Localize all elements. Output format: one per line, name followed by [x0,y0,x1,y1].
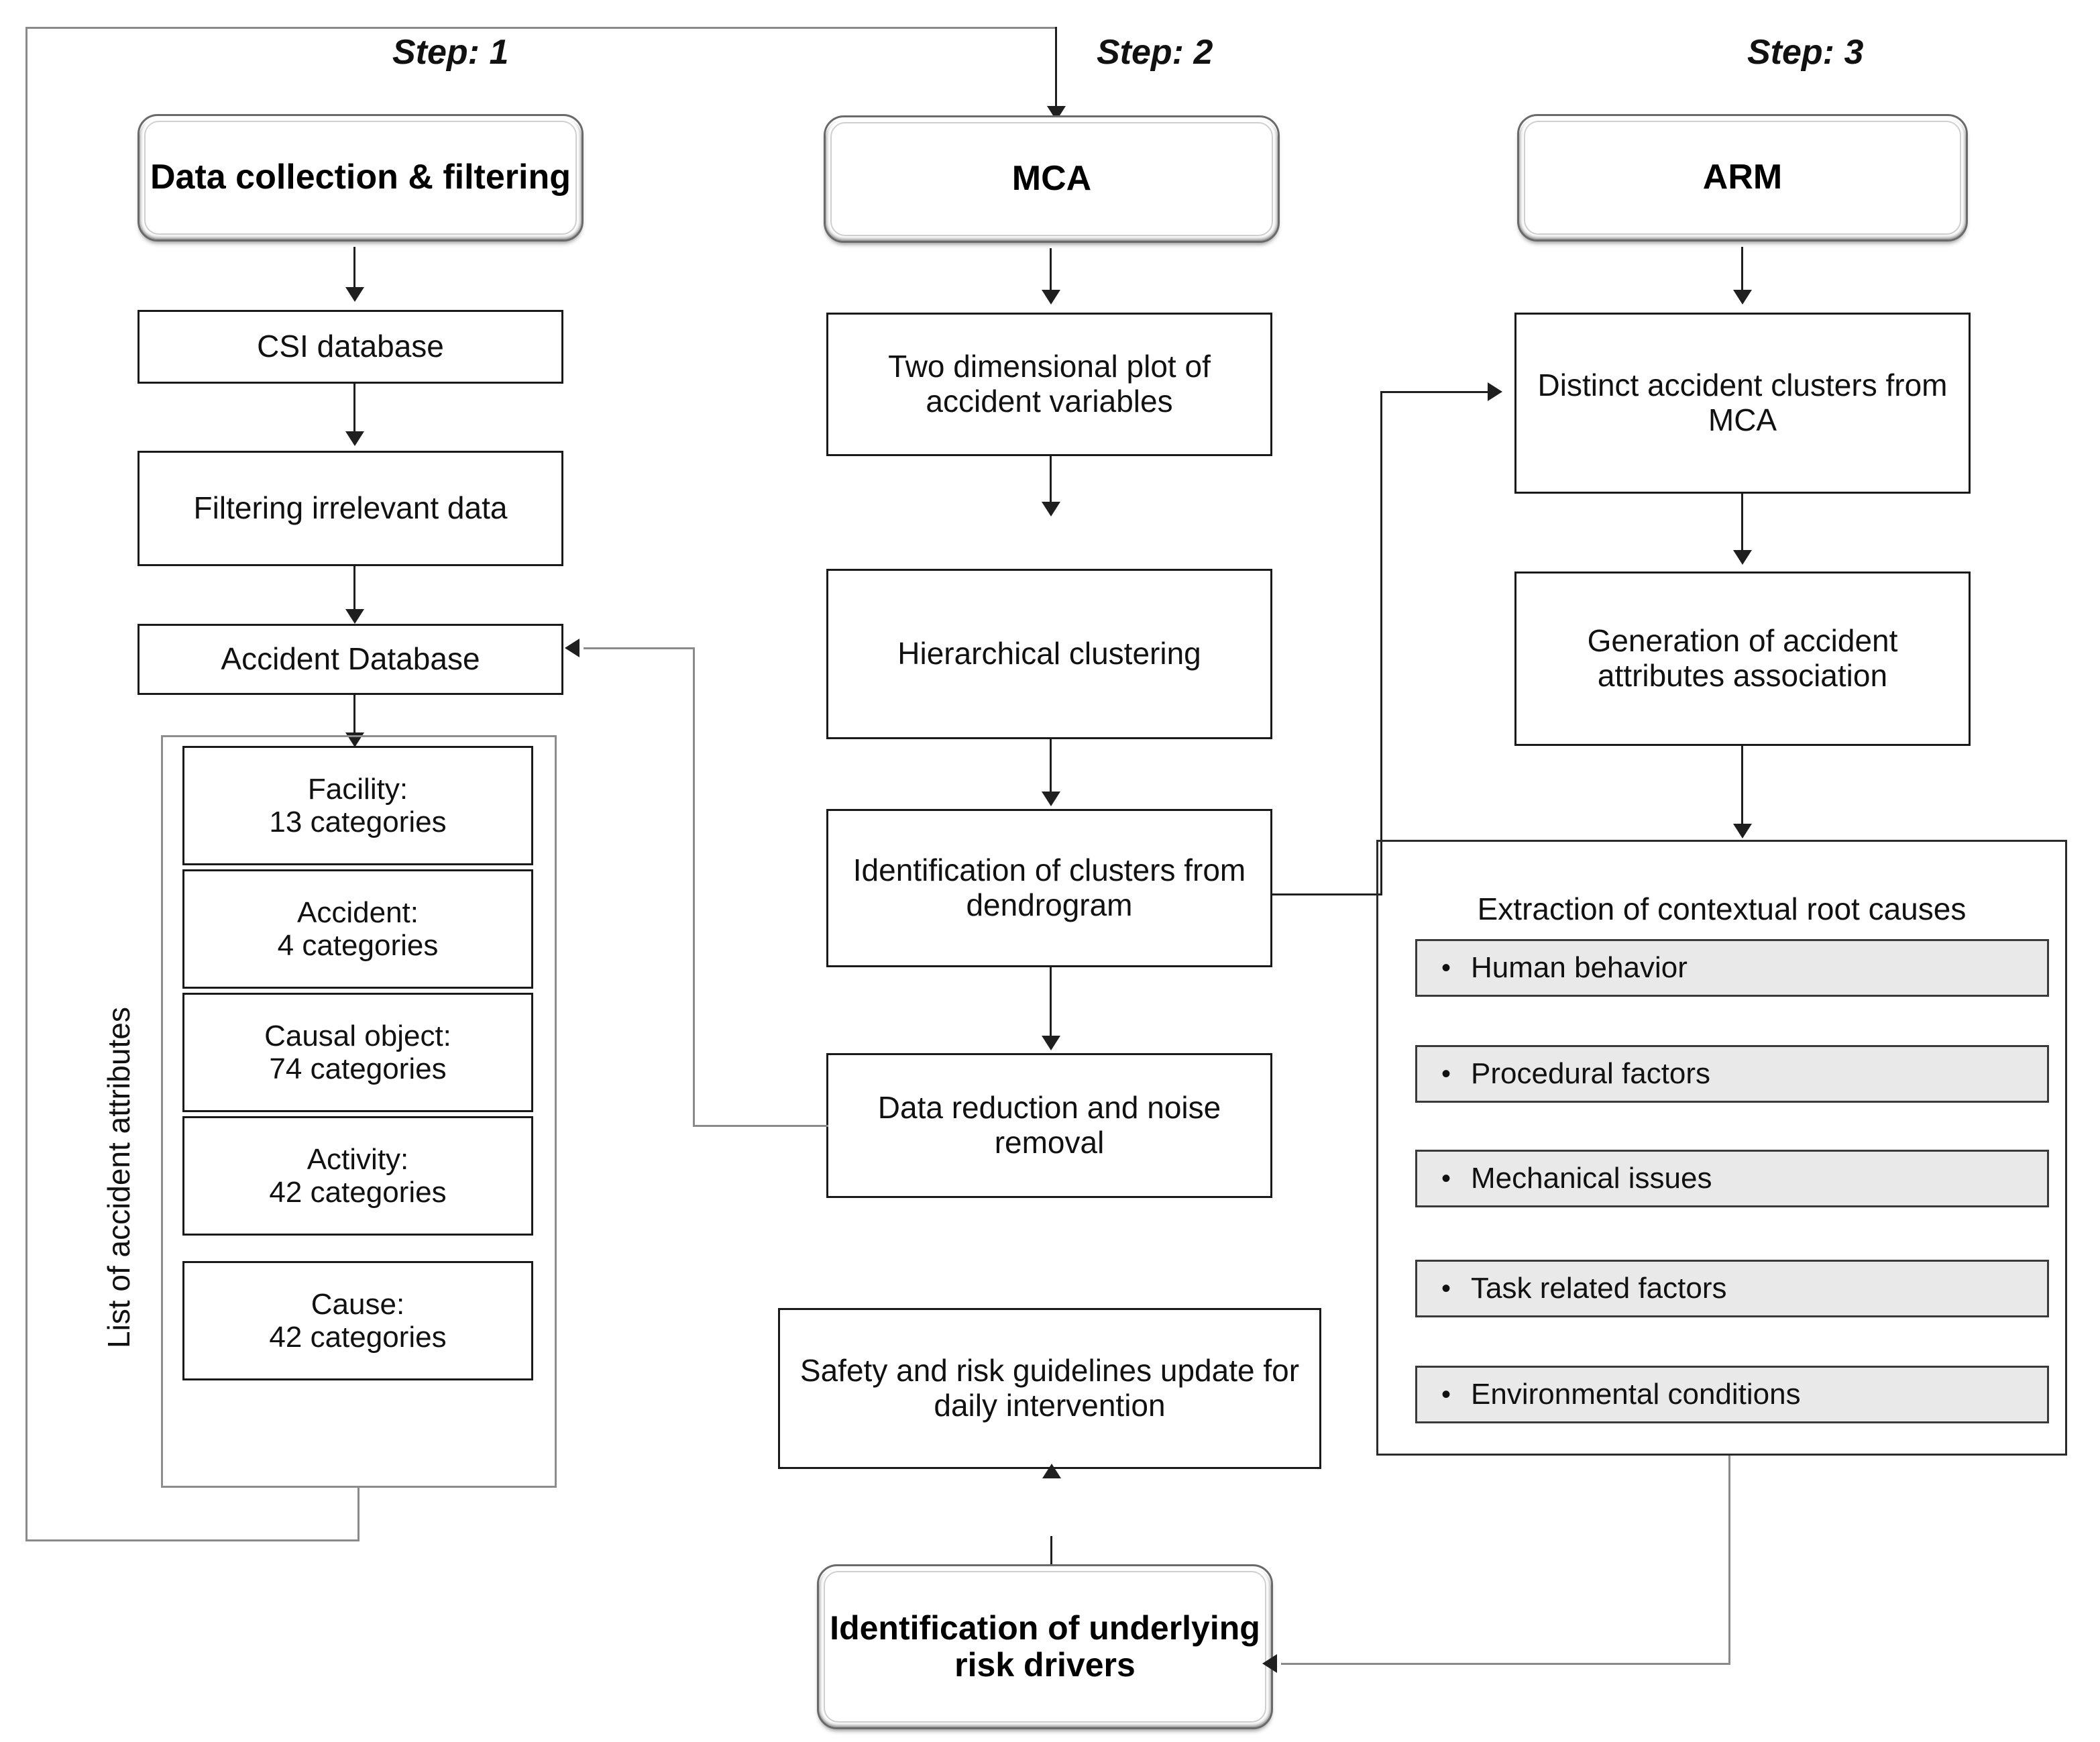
connector-generation-to-extraction [1741,746,1743,832]
box-csi-database[interactable]: CSI database [137,310,563,384]
terminator-arm[interactable]: ARM [1517,114,1968,241]
box-generation-of-association[interactable]: Generation of accident attributes associ… [1514,571,1971,746]
attributes-container [161,735,557,1488]
extraction-container [1376,840,2067,1456]
arrowhead-datareduction [1042,1036,1060,1050]
attribute-activity[interactable]: Activity: 42 categories [182,1116,533,1236]
arrowhead-generation [1733,550,1752,565]
root-cause-human-behavior[interactable]: • Human behavior [1415,939,2049,997]
terminator-data-collection-label: Data collection & filtering [150,158,571,197]
connector-identification-rise [1380,391,1382,895]
arrowhead-hierarchical [1042,502,1060,516]
feedback-loop-left-segment [25,27,27,1541]
feedback-loop-top-segment [25,27,1057,29]
feedback-loop-from-attributes [357,1488,360,1541]
attribute-cause-text: Cause: 42 categories [269,1287,447,1354]
box-safety-guidelines-update[interactable]: Safety and risk guidelines update for da… [778,1308,1321,1469]
connector-hierarchical-to-identification [1050,739,1052,797]
connector-2dplot-to-hierarchical [1050,456,1052,507]
connector-arm-to-distinct-clusters [1741,247,1743,295]
arrowhead-accidentdb-feedback [565,639,579,657]
arrowhead-csi [345,287,364,302]
attribute-facility-text: Facility: 13 categories [269,772,447,838]
box-filtering-irrelevant-data[interactable]: Filtering irrelevant data [137,451,563,566]
box-hierarchical-clustering[interactable]: Hierarchical clustering [826,569,1272,739]
terminator-data-collection[interactable]: Data collection & filtering [137,114,584,241]
attribute-accident-text: Accident: 4 categories [277,895,439,962]
box-accident-database[interactable]: Accident Database [137,624,563,695]
arrowhead-accidentdb [345,609,364,624]
root-cause-task-related-factors[interactable]: • Task related factors [1415,1260,2049,1317]
terminator-arm-label: ARM [1702,158,1783,197]
connector-to-accidentdb [584,647,695,649]
arrowhead-identification [1042,792,1060,806]
attribute-causal-object-text: Causal object: 74 categories [264,1019,451,1085]
arrowhead-distinct-clusters-top [1733,290,1752,305]
bullet-icon: • [1441,1164,1451,1193]
step-2-label: Step: 2 [1097,33,1213,72]
connector-mca-to-2dplot [1050,248,1052,295]
connector-identification-to-datareduction [1050,967,1052,1041]
feedback-loop-drop-to-mca [1055,27,1057,111]
root-cause-mechanical-issues[interactable]: • Mechanical issues [1415,1150,2049,1207]
extraction-title: Extraction of contextual root causes [1477,891,1967,926]
root-cause-task-related-factors-label: Task related factors [1471,1272,1727,1305]
arrowhead-2dplot [1042,290,1060,305]
connector-to-distinct-clusters [1380,391,1492,393]
root-cause-environmental-conditions[interactable]: • Environmental conditions [1415,1366,2049,1423]
root-cause-mechanical-issues-label: Mechanical issues [1471,1162,1712,1195]
arrowhead-extraction [1733,824,1752,838]
bullet-icon: • [1441,1380,1451,1409]
connector-datareduction-rise [693,647,695,1127]
box-distinct-accident-clusters[interactable]: Distinct accident clusters from MCA [1514,313,1971,494]
connector-datareduction-left-stub [693,1125,828,1127]
attribute-activity-text: Activity: 42 categories [269,1142,447,1209]
bullet-icon: • [1441,1059,1451,1089]
terminator-risk-drivers-label: Identification of underlying risk driver… [830,1609,1260,1684]
box-two-dimensional-plot[interactable]: Two dimensional plot of accident variabl… [826,313,1272,456]
connector-extraction-to-riskdrivers [1281,1663,1730,1665]
box-identification-of-clusters[interactable]: Identification of clusters from dendrogr… [826,809,1272,967]
root-cause-human-behavior-label: Human behavior [1471,951,1688,984]
terminator-mca-label: MCA [1011,159,1092,199]
step-3-label: Step: 3 [1747,33,1864,72]
arrowhead-guidelines [1042,1464,1061,1478]
connector-accidentdb-to-attributes [353,695,355,738]
attribute-accident[interactable]: Accident: 4 categories [182,869,533,989]
list-of-accident-attributes-label: List of accident attributes [101,1007,136,1348]
root-cause-environmental-conditions-label: Environmental conditions [1471,1378,1801,1411]
connector-extraction-down [1728,1456,1730,1665]
connector-identification-right-stub [1272,893,1382,895]
connector-datacollection-to-csi [353,247,355,292]
connector-csi-to-filtering [353,384,355,437]
arrowhead-filtering [345,431,364,446]
connector-filtering-to-accidentdb [353,566,355,614]
root-cause-procedural-factors-label: Procedural factors [1471,1057,1711,1090]
bullet-icon: • [1441,953,1451,983]
terminator-mca[interactable]: MCA [824,115,1280,243]
arrowhead-distinct-clusters [1488,382,1502,401]
connector-distinct-to-generation [1741,494,1743,555]
root-cause-procedural-factors[interactable]: • Procedural factors [1415,1045,2049,1103]
attribute-cause[interactable]: Cause: 42 categories [182,1261,533,1380]
feedback-loop-bottom-segment [25,1539,360,1541]
attribute-causal-object[interactable]: Causal object: 74 categories [182,993,533,1112]
terminator-identification-risk-drivers[interactable]: Identification of underlying risk driver… [817,1564,1273,1729]
box-data-reduction[interactable]: Data reduction and noise removal [826,1053,1272,1198]
attribute-facility[interactable]: Facility: 13 categories [182,746,533,865]
bullet-icon: • [1441,1274,1451,1303]
arrowhead-riskdrivers [1262,1654,1277,1673]
step-1-label: Step: 1 [392,33,509,72]
